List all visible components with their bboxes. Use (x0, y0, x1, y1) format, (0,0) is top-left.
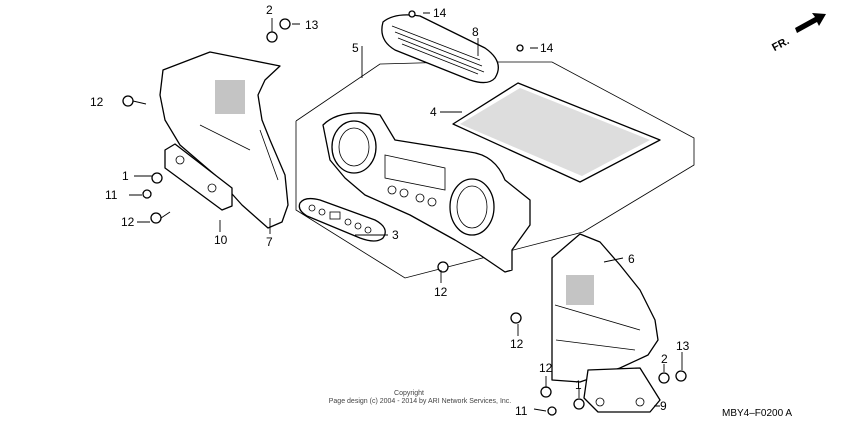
callout-12-right-mid: 12 (510, 337, 524, 351)
right-side-cover-part (551, 233, 659, 383)
screw-icon (408, 10, 416, 18)
assembly-group-outline (295, 61, 695, 279)
grommet-icon (151, 172, 163, 184)
callout-8: 8 (472, 25, 479, 39)
callout-9: 9 (660, 399, 667, 413)
copyright-line-2: Page design (c) 2004 - 2014 by ARI Netwo… (329, 398, 512, 405)
left-side-cover-part (159, 51, 289, 229)
screw-icon (142, 189, 152, 199)
bolt-icon (150, 211, 171, 224)
callout-11-left: 11 (105, 188, 118, 202)
diagram-code: MBY4–F0200 A (722, 408, 792, 419)
left-bracket-part (164, 143, 233, 211)
callout-12-right-bottom: 12 (539, 361, 553, 375)
pad-part (452, 82, 661, 183)
speaker-grille-part (381, 14, 499, 84)
callout-6: 6 (628, 252, 635, 266)
callout-7: 7 (266, 235, 273, 249)
callout-13-right: 13 (676, 339, 690, 353)
grommet-icon (573, 398, 585, 410)
bolt-icon (437, 261, 449, 273)
callout-11-bottom: 11 (515, 404, 528, 418)
bolt-icon (510, 312, 522, 324)
switch-plate-part (298, 197, 386, 242)
bolt-icon (540, 386, 552, 398)
copyright-line-1: Copyright (394, 390, 424, 397)
grommet-icon (658, 372, 670, 384)
callout-14-top: 14 (433, 6, 447, 20)
callout-12-left-mid: 12 (121, 215, 135, 229)
nut-icon (675, 370, 687, 382)
nut-icon (279, 18, 291, 30)
callout-12-center: 12 (434, 285, 448, 299)
front-direction-arrow-icon (795, 13, 826, 33)
right-bracket-part (583, 367, 661, 413)
callout-12-left-top: 12 (90, 95, 104, 109)
callout-3: 3 (392, 228, 399, 242)
callout-1-bottom: 1 (575, 378, 582, 392)
callout-10: 10 (214, 233, 228, 247)
callout-2-right: 2 (661, 352, 668, 366)
callout-4: 4 (430, 105, 437, 119)
instrument-panel-part (322, 112, 531, 273)
leader-line (129, 12, 683, 412)
callout-14-right: 14 (540, 41, 554, 55)
grommet-icon (266, 31, 278, 43)
bolt-icon (122, 95, 147, 107)
callout-5: 5 (352, 41, 359, 55)
callout-2-top: 2 (266, 3, 273, 17)
callout-13-top: 13 (305, 18, 319, 32)
front-direction-label: FR. (770, 35, 791, 54)
screw-icon (516, 44, 524, 52)
screw-icon (547, 406, 557, 416)
callout-1-top: 1 (122, 169, 129, 183)
